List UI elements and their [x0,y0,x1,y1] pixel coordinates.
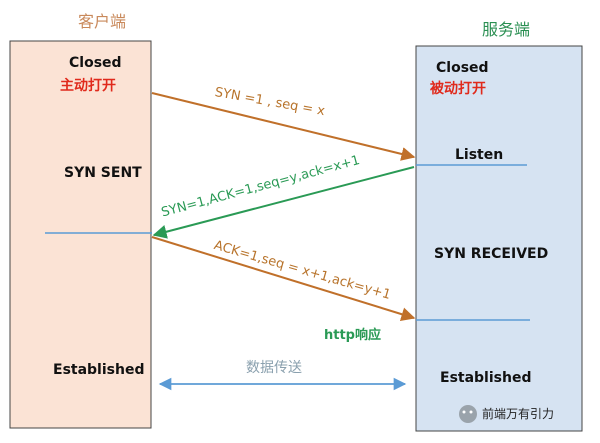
client-title: 客户端 [78,12,127,31]
server-column [415,45,583,432]
client-column [9,40,152,429]
server-passive-open: 被动打开 [430,81,486,97]
server-title: 服务端 [482,20,531,39]
http-response-label: http响应 [324,328,381,343]
client-established-state: Established [53,362,145,378]
server-closed-state: Closed [436,60,489,76]
wechat-icon [459,405,477,423]
client-active-open: 主动打开 [60,78,116,94]
watermark-text: 前端万有引力 [482,407,555,421]
syn-arrow [151,92,416,161]
server-syn-received-state: SYN RECEIVED [434,246,549,262]
server-established-state: Established [440,370,532,386]
syn-ack-arrow [152,166,415,239]
client-syn-sent-state: SYN SENT [64,165,142,181]
server-listen-state: Listen [455,147,504,163]
ack-arrow [151,236,416,321]
client-closed-state: Closed [69,55,122,71]
data-transfer-label: 数据传送 [246,360,302,376]
